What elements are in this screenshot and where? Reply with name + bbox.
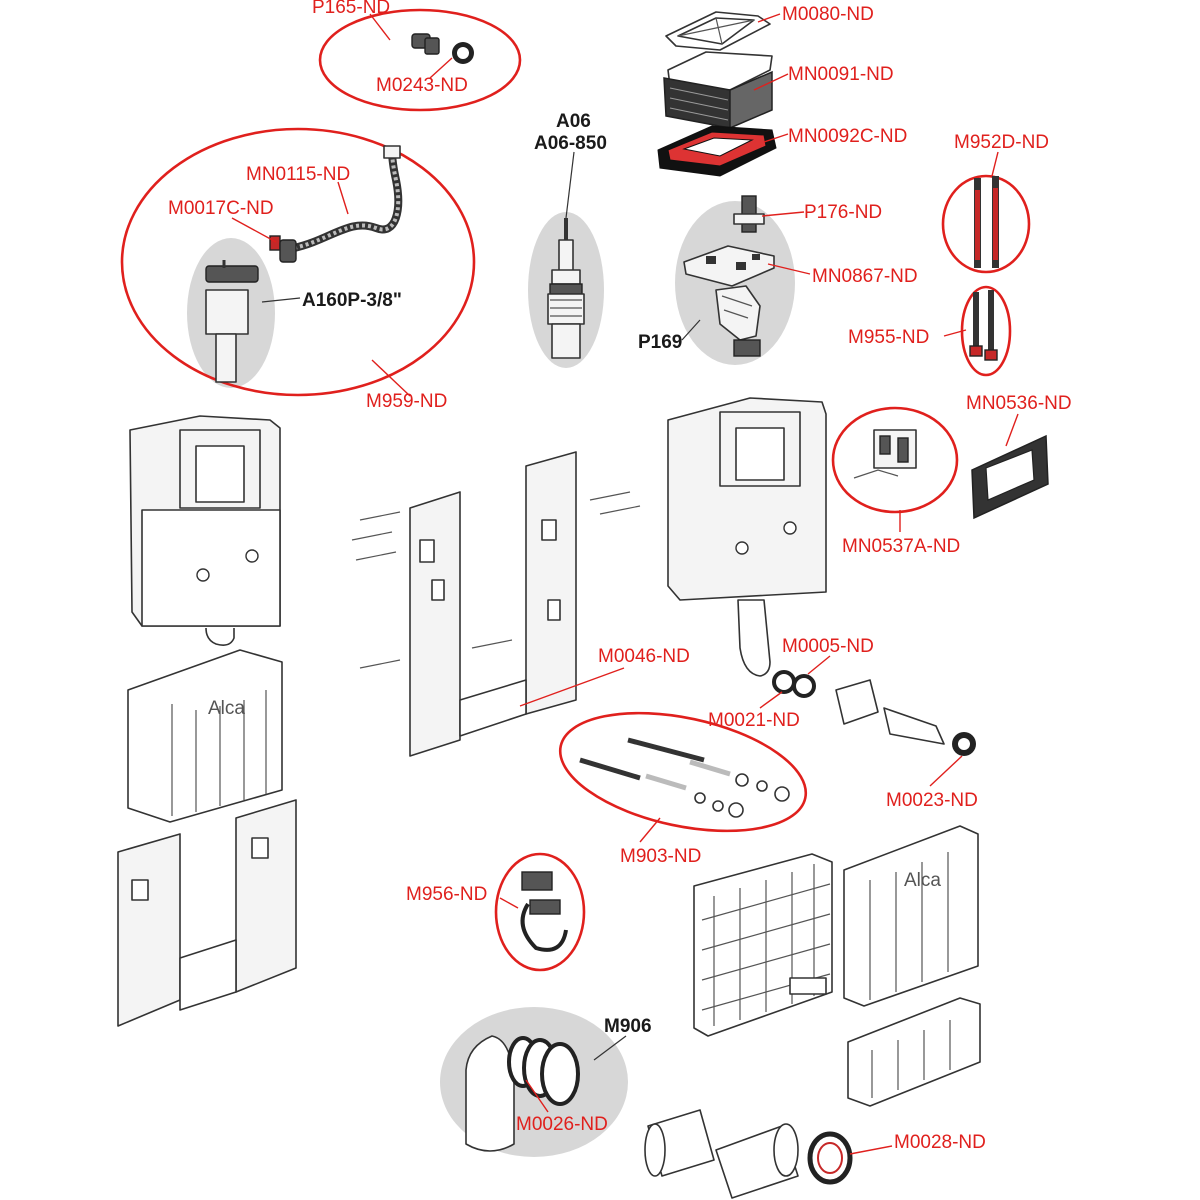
pipe-seals [772,670,976,756]
group-m952d [941,174,1031,274]
a06-flush-valve [547,218,585,359]
alca-logo-left: Alca [208,698,245,719]
p169-frame [715,285,761,357]
mn0537a-mechanism [853,429,917,479]
label-m0017c-nd: M0017C-ND [168,198,274,219]
bottom-pipes [644,1109,853,1199]
leader-lines [231,13,1019,1155]
label-m0046-nd: M0046-ND [598,646,690,667]
right-cistern [667,397,827,677]
mn0092c-frame [657,125,777,177]
middle-frame [351,451,641,757]
right-lower-cover [847,997,981,1107]
label-a06: A06 [556,111,591,132]
label-p165-nd: P165-ND [312,0,390,18]
label-p176-nd: P176-ND [804,202,882,223]
label-m0243-nd: M0243-ND [376,75,468,96]
group-m903 [558,711,808,833]
m903-rods [579,737,790,818]
m906-elbow [465,1035,580,1152]
m0017c-connector [269,235,297,263]
label-m959-nd: M959-ND [366,391,447,412]
right-grid-panel [693,853,833,1037]
group-m956 [494,852,586,972]
label-a06-850: A06-850 [534,133,607,154]
label-mn0537a-nd: MN0537A-ND [842,536,960,557]
left-cistern [129,415,281,646]
label-m955-nd: M955-ND [848,327,929,348]
group-m955 [960,285,1012,377]
mn0091-box [663,51,773,130]
label-mn0091-nd: MN0091-ND [788,64,894,85]
label-m903-nd: M903-ND [620,846,701,867]
alca-logo-right: Alca [904,870,941,891]
label-mn0115-nd: MN0115-ND [246,164,350,185]
p176-clip [733,195,765,233]
m956-clamp [520,871,568,952]
m955-rods [969,290,998,361]
label-m906: M906 [604,1016,652,1037]
left-cover: Alca [127,649,283,823]
left-frame [117,799,297,1027]
a160p-fill-valve [205,260,259,383]
label-mn0867-nd: MN0867-ND [812,266,918,287]
mn0115-hose [293,145,403,252]
label-m0021-nd: M0021-ND [708,710,800,731]
label-m0023-nd: M0023-ND [886,790,978,811]
group-mn0537a [831,406,959,514]
label-m0080-nd: M0080-ND [782,4,874,25]
group-p165 [318,8,522,112]
label-mn0536-nd: MN0536-ND [966,393,1072,414]
group-m959 [120,127,476,397]
label-a160p-3-8: A160P-3/8" [302,290,402,311]
p165-parts [411,33,474,64]
label-p169: P169 [638,332,682,353]
label-m0026-nd: M0026-ND [516,1114,608,1135]
m0080-lid [665,11,771,51]
label-m952d-nd: M952D-ND [954,132,1049,153]
right-cover: Alca [843,825,979,1007]
m952d-rods [974,176,999,268]
mn0536-plate [971,434,1049,520]
label-mn0092c-nd: MN0092C-ND [788,126,907,147]
label-m0028-nd: M0028-ND [894,1132,986,1153]
label-m956-nd: M956-ND [406,884,487,905]
label-m0005-nd: M0005-ND [782,636,874,657]
mn0867-plate [683,245,775,287]
